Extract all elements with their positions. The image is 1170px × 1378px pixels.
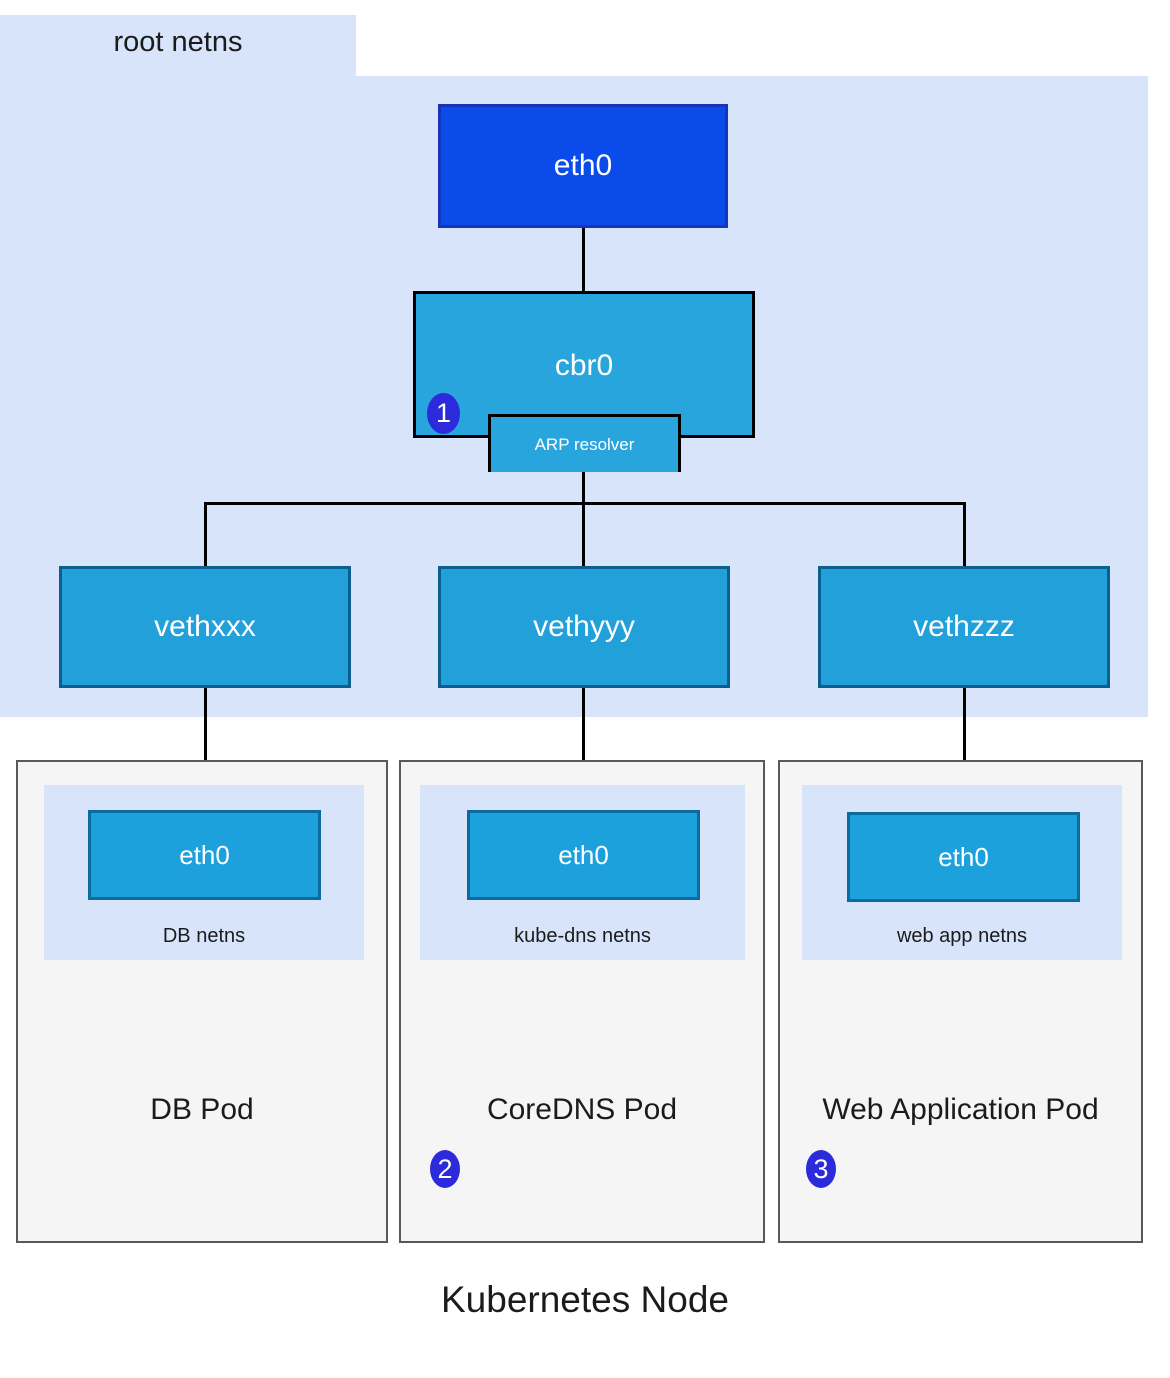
kubernetes-node-caption: Kubernetes Node <box>441 1279 729 1320</box>
arp-resolver-label: ARP resolver <box>534 434 635 454</box>
connector-vethxxx-to-db-eth0 <box>204 688 207 814</box>
pod-db-eth0-label: eth0 <box>179 839 230 870</box>
badge-2-coredns: 2 <box>430 1150 460 1188</box>
vethyyy-label: vethyyy <box>533 610 635 643</box>
cbr0-bridge-box: cbr0 <box>413 291 755 438</box>
cbr0-label: cbr0 <box>554 349 614 382</box>
root-netns-label: root netns <box>113 26 243 58</box>
pod-db-eth0-box: eth0 <box>88 810 321 900</box>
pod-db-title: DB Pod <box>150 1093 254 1126</box>
pod-webapp-eth0-label: eth0 <box>938 841 989 872</box>
vethzzz-label: vethzzz <box>913 610 1015 643</box>
badge-1-arp: 1 <box>427 393 460 434</box>
root-eth0-box: eth0 <box>438 104 728 228</box>
vethxxx-label: vethxxx <box>154 610 256 643</box>
root-netns-region-top <box>0 15 356 77</box>
badge-3-webapp: 3 <box>806 1150 836 1188</box>
pod-coredns-eth0-label: eth0 <box>558 839 609 870</box>
connector-cbr0-to-bus <box>582 472 585 505</box>
vethyyy-box: vethyyy <box>438 566 730 688</box>
vethxxx-box: vethxxx <box>59 566 351 688</box>
pod-db-netns-label: DB netns <box>162 925 246 947</box>
arp-resolver-box: ARP resolver <box>488 414 681 472</box>
connector-veth-bus <box>204 502 966 505</box>
vethzzz-box: vethzzz <box>818 566 1110 688</box>
pod-webapp-netns-label: web app netns <box>896 925 1028 947</box>
pod-webapp-title: Web Application Pod <box>822 1093 1099 1126</box>
connector-bus-to-vethzzz <box>963 502 966 568</box>
connector-vethzzz-to-webapp-eth0 <box>963 688 966 814</box>
pod-coredns-eth0-box: eth0 <box>467 810 700 900</box>
root-eth0-label: eth0 <box>553 149 613 182</box>
connector-bus-to-vethyyy <box>582 502 585 568</box>
pod-coredns-netns-label: kube-dns netns <box>514 925 651 947</box>
pod-coredns-title: CoreDNS Pod <box>486 1093 678 1126</box>
connector-eth0-to-cbr0 <box>582 228 585 294</box>
connector-vethyyy-to-coredns-eth0 <box>582 688 585 814</box>
pod-webapp-eth0-box: eth0 <box>847 812 1080 902</box>
connector-bus-to-vethxxx <box>204 502 207 568</box>
